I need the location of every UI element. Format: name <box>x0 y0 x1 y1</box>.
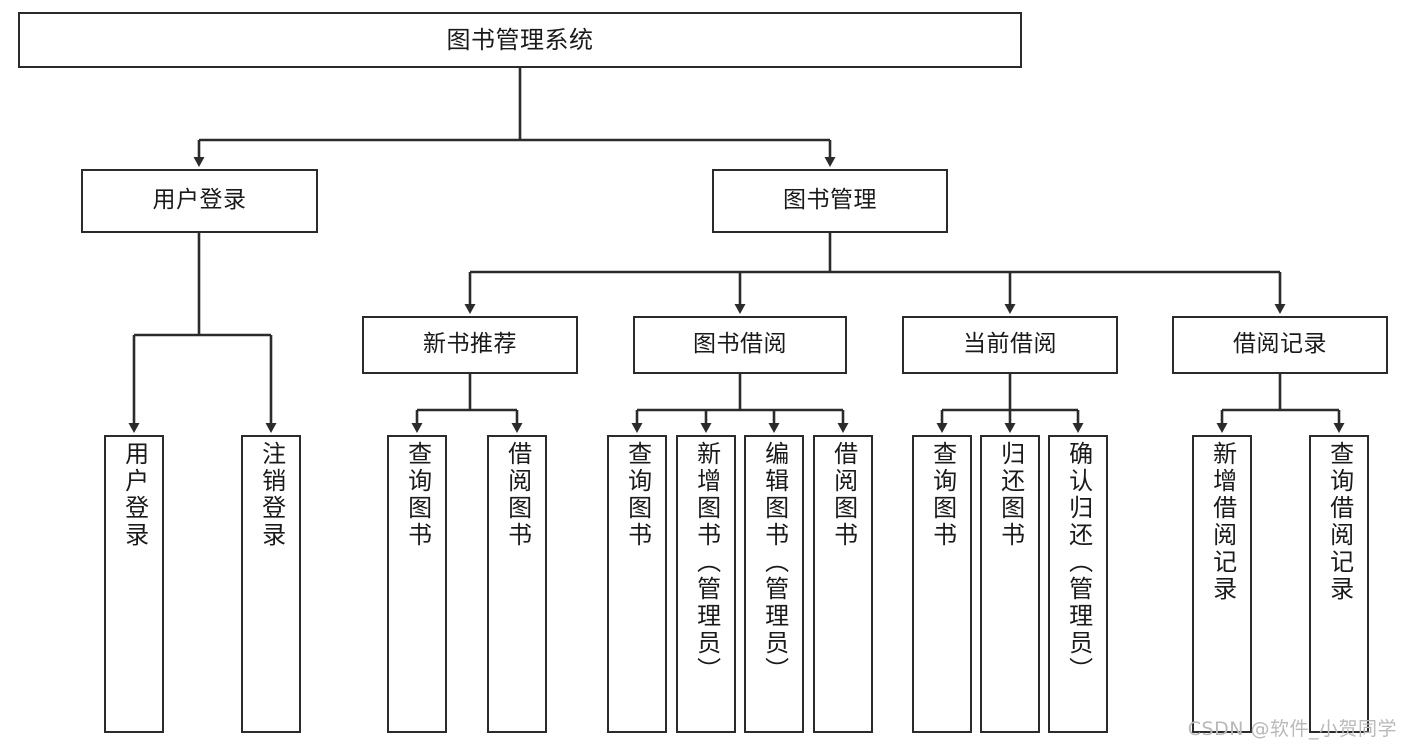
node-leaf-edit-book[interactable]: 编辑图书（管理员） <box>744 435 804 733</box>
node-current-borrow[interactable]: 当前借阅 <box>902 316 1118 374</box>
node-user-login-label: 用户登录 <box>152 187 247 214</box>
node-borrow-record-label: 借阅记录 <box>1233 331 1327 358</box>
node-leaf-query-book-1[interactable]: 查询图书 <box>387 435 447 733</box>
node-leaf-add-borrow-record[interactable]: 新增借阅记录 <box>1192 435 1252 733</box>
node-leaf-confirm-return[interactable]: 确认归还（管理员） <box>1048 435 1108 733</box>
node-leaf-query-book-2[interactable]: 查询图书 <box>607 435 667 733</box>
node-leaf-add-borrow-record-label: 新增借阅记录 <box>1208 441 1237 603</box>
node-leaf-borrow-book-2[interactable]: 借阅图书 <box>813 435 873 733</box>
node-root[interactable]: 图书管理系统 <box>18 12 1022 68</box>
node-leaf-query-book-3-label: 查询图书 <box>928 441 957 549</box>
csdn-watermark: CSDN @软件_小贺同学 <box>1187 718 1397 740</box>
node-leaf-logout-login[interactable]: 注销登录 <box>241 435 301 733</box>
node-leaf-add-book[interactable]: 新增图书（管理员） <box>676 435 736 733</box>
node-book-management[interactable]: 图书管理 <box>712 169 948 233</box>
node-leaf-return-book[interactable]: 归还图书 <box>980 435 1040 733</box>
node-current-borrow-label: 当前借阅 <box>963 331 1057 358</box>
node-borrow-record[interactable]: 借阅记录 <box>1172 316 1388 374</box>
node-leaf-return-book-label: 归还图书 <box>996 441 1025 549</box>
node-leaf-borrow-book-1-label: 借阅图书 <box>503 441 532 549</box>
node-new-book-recommend[interactable]: 新书推荐 <box>362 316 578 374</box>
node-leaf-borrow-book-2-label: 借阅图书 <box>829 441 858 549</box>
node-book-borrow[interactable]: 图书借阅 <box>633 316 847 374</box>
node-leaf-query-book-1-label: 查询图书 <box>403 441 432 549</box>
node-leaf-add-book-label: 新增图书（管理员） <box>692 441 721 684</box>
node-leaf-user-login[interactable]: 用户登录 <box>104 435 164 733</box>
node-leaf-edit-book-label: 编辑图书（管理员） <box>760 441 789 684</box>
node-new-book-recommend-label: 新书推荐 <box>423 331 517 358</box>
node-book-borrow-label: 图书借阅 <box>693 331 787 358</box>
node-leaf-confirm-return-label: 确认归还（管理员） <box>1064 441 1093 684</box>
node-leaf-query-borrow-record-label: 查询借阅记录 <box>1325 441 1354 603</box>
node-leaf-borrow-book-1[interactable]: 借阅图书 <box>487 435 547 733</box>
node-leaf-query-book-2-label: 查询图书 <box>623 441 652 549</box>
node-book-management-label: 图书管理 <box>783 187 877 214</box>
node-leaf-query-book-3[interactable]: 查询图书 <box>912 435 972 733</box>
node-root-label: 图书管理系统 <box>446 25 594 54</box>
node-leaf-logout-login-label: 注销登录 <box>257 441 286 549</box>
node-leaf-query-borrow-record[interactable]: 查询借阅记录 <box>1309 435 1369 733</box>
node-user-login[interactable]: 用户登录 <box>81 169 318 233</box>
node-leaf-user-login-label: 用户登录 <box>120 441 149 549</box>
